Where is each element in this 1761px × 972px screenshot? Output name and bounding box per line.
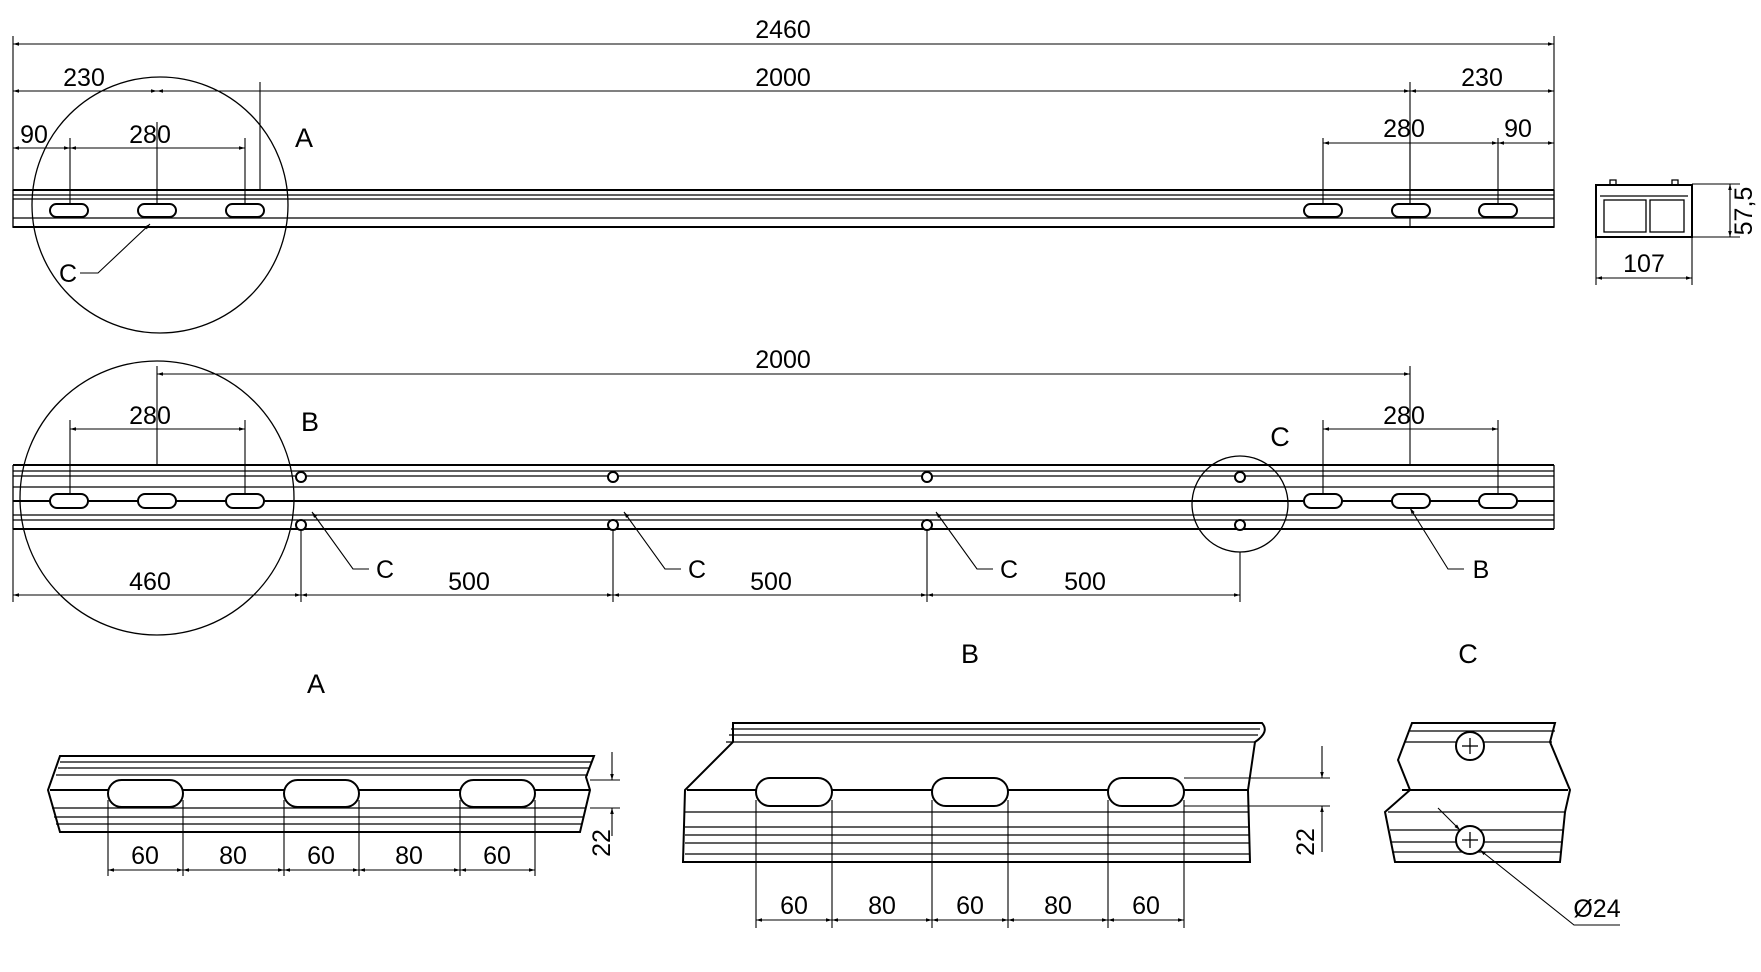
detail-label-b: B (301, 407, 319, 437)
dim-left-end: 230 (63, 64, 105, 92)
dim-left-offset: 90 (20, 121, 48, 149)
hole-top (1455, 731, 1485, 761)
hole-callout-c2: C (688, 556, 706, 584)
detail-a-dim-4: 80 (395, 842, 423, 870)
slots-side (49, 493, 1518, 509)
detail-b-dim-1: 60 (780, 892, 808, 920)
detail-b-dim-3: 60 (956, 892, 984, 920)
detail-label-a: A (295, 123, 313, 153)
dim-span: 2000 (755, 64, 811, 92)
dim-right-pitch: 280 (1383, 115, 1425, 143)
top-view: 2460 230 2000 230 90 280 280 90 A (12, 16, 1555, 334)
hole-bottom (1455, 825, 1485, 855)
detail-c: C Ø24 (1383, 639, 1621, 926)
detail-label-c: C (1270, 422, 1290, 452)
profile-height: 57,5 (1730, 187, 1758, 236)
detail-a-dim-5: 60 (483, 842, 511, 870)
rail-top (12, 189, 1555, 228)
hole-callout-c1: C (376, 556, 394, 584)
dim-right-end: 230 (1461, 64, 1503, 92)
dim-left-pitch: 280 (129, 121, 171, 149)
detail-circle-b (19, 360, 295, 636)
detail-a-dim-2: 80 (219, 842, 247, 870)
side-dim-span: 2000 (755, 346, 811, 374)
detail-a-height: 22 (588, 829, 616, 857)
side-dim-right-pitch: 280 (1383, 402, 1425, 430)
detail-b-height: 22 (1292, 828, 1320, 856)
hole-diameter: Ø24 (1573, 895, 1620, 923)
detail-a-title: A (307, 669, 325, 699)
detail-a-dim-1: 60 (131, 842, 159, 870)
dim-right-offset: 90 (1504, 115, 1532, 143)
detail-b-title: B (961, 639, 979, 669)
hole-callout-c3: C (1000, 556, 1018, 584)
detail-c-title: C (1458, 639, 1478, 669)
fixing-holes (295, 471, 1246, 531)
detail-a-dim-3: 60 (307, 842, 335, 870)
slots-top (49, 203, 1518, 218)
side-view: 2000 280 280 (12, 346, 1555, 636)
detail-b: B 60 80 60 80 60 22 (681, 639, 1330, 928)
dim-overall: 2460 (755, 16, 811, 44)
slot-callout-b: B (1473, 556, 1490, 584)
detail-b-dim-4: 80 (1044, 892, 1072, 920)
dim-spacing-3: 500 (1064, 568, 1106, 596)
profile-width: 107 (1623, 250, 1665, 278)
detail-circle-a (31, 76, 289, 334)
detail-b-dim-5: 60 (1132, 892, 1160, 920)
dim-first: 460 (129, 568, 171, 596)
dim-spacing-2: 500 (750, 568, 792, 596)
profile-section: 57,5 107 (1595, 179, 1758, 285)
detail-b-dim-2: 80 (868, 892, 896, 920)
rail-side (12, 464, 1555, 530)
slot-callout-c: C (59, 260, 77, 288)
detail-a: A 60 80 60 80 60 22 (46, 669, 620, 876)
dim-spacing-1: 500 (448, 568, 490, 596)
side-dim-left-pitch: 280 (129, 402, 171, 430)
